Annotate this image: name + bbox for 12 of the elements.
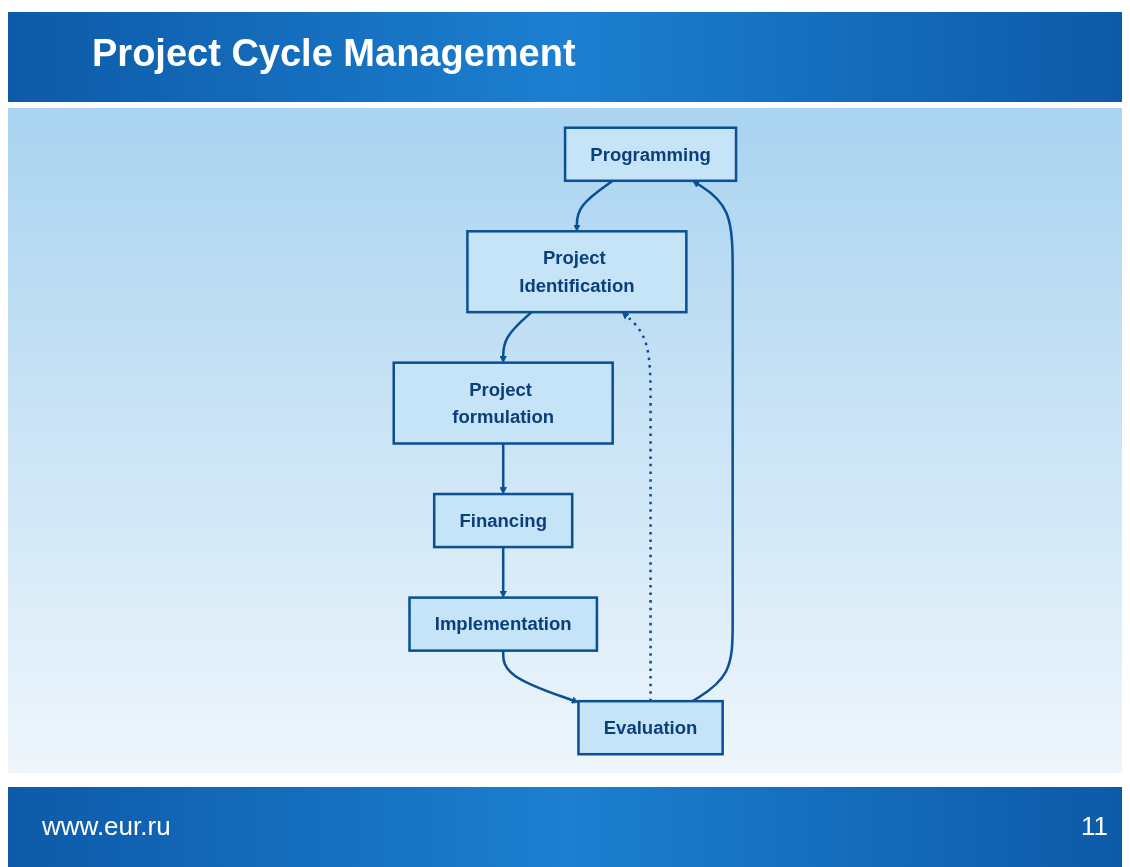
node-box: Programming (563, 126, 738, 182)
node-box: Implementation (408, 595, 599, 652)
node-box: Financing (433, 492, 574, 548)
node-box: Project Identification (466, 229, 688, 313)
footer-text: www.eur.ru (42, 811, 171, 842)
node-box: Evaluation (577, 699, 725, 755)
arrow (499, 546, 507, 598)
arrow (499, 443, 507, 494)
node-box: Project formulation (392, 360, 615, 445)
arrow (502, 650, 579, 704)
page-number: 11 (1081, 811, 1108, 842)
slide-title: Project Cycle Management (92, 32, 576, 75)
